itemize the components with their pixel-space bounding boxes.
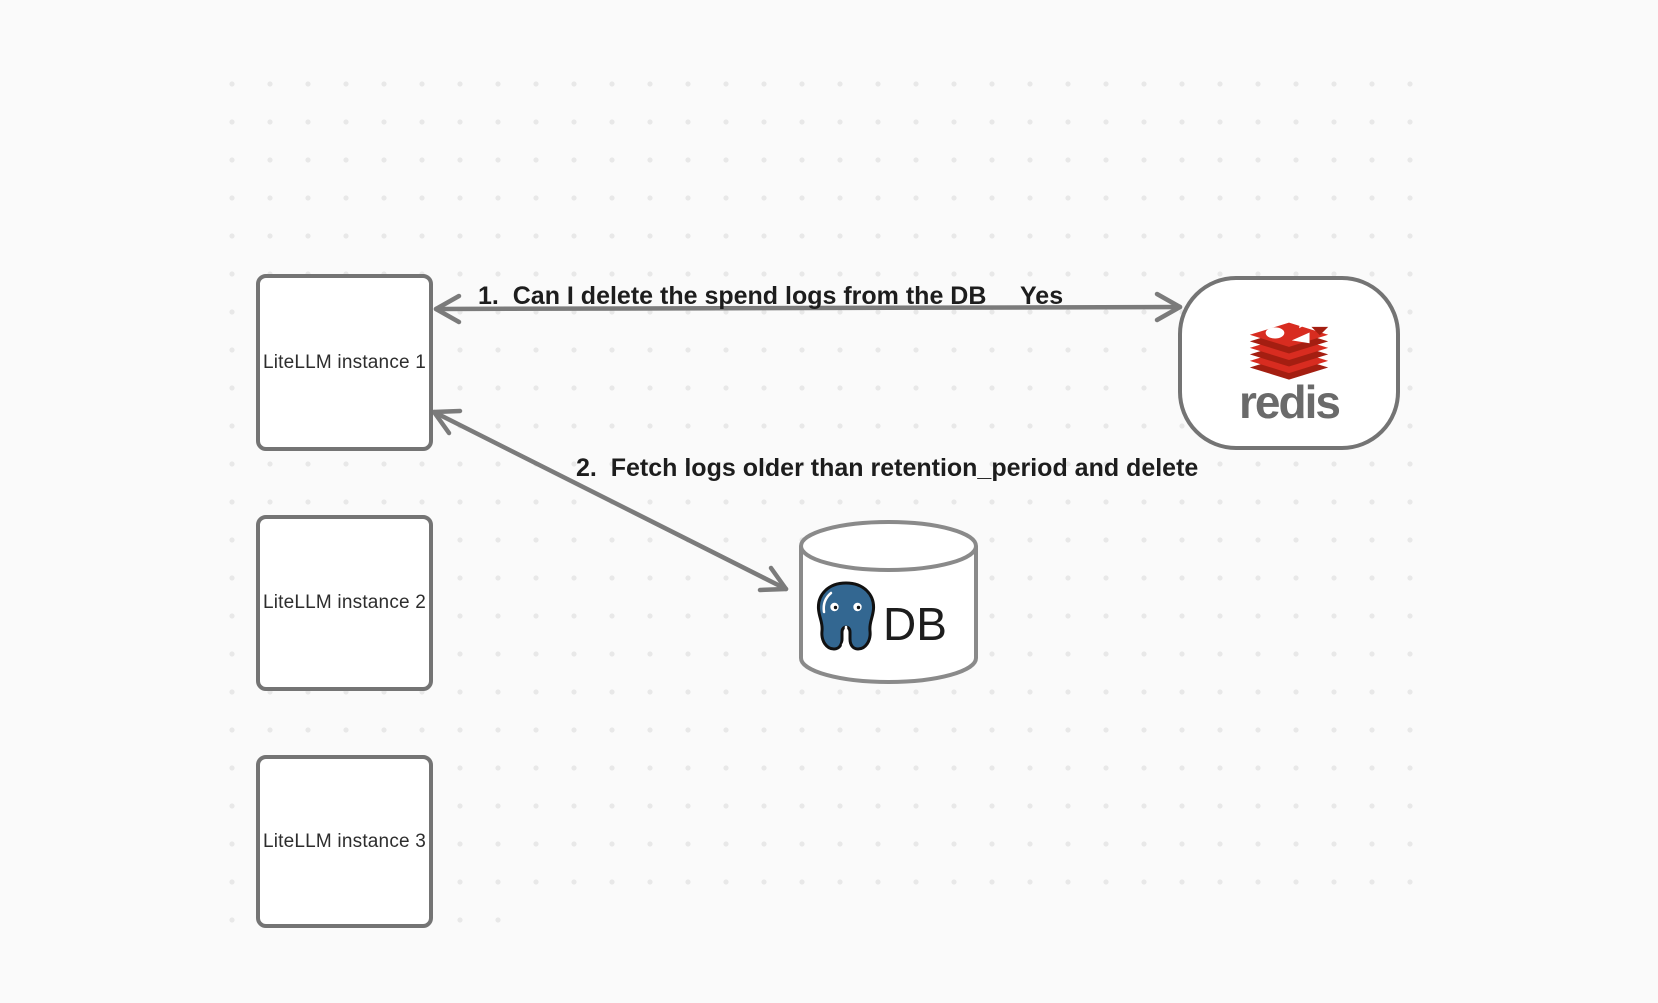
db-cylinder-shape — [799, 520, 978, 685]
edge1-question-label[interactable]: 1. Can I delete the spend logs from the … — [478, 282, 987, 310]
db-label: DB — [883, 598, 947, 650]
node-litellm-instance-2-label: LiteLLM instance 2 — [262, 592, 427, 613]
edge1-answer-label[interactable]: Yes — [1020, 282, 1064, 310]
node-db[interactable]: DB — [797, 517, 980, 689]
node-litellm-instance-1-label: LiteLLM instance 1 — [262, 351, 427, 373]
postgresql-elephant-icon — [816, 581, 876, 651]
edge2-label[interactable]: 2. Fetch logs older than retention_perio… — [576, 454, 1199, 482]
node-litellm-instance-3-label: LiteLLM instance 3 — [262, 830, 427, 852]
node-redis[interactable]: redis — [1178, 276, 1400, 450]
redis-stack-icon — [1249, 313, 1329, 380]
node-litellm-instance-2[interactable]: LiteLLM instance 2 — [256, 515, 433, 691]
node-litellm-instance-3[interactable]: LiteLLM instance 3 — [256, 755, 433, 928]
node-litellm-instance-1[interactable]: LiteLLM instance 1 — [256, 274, 433, 451]
redis-wordmark: redis — [1239, 376, 1341, 428]
